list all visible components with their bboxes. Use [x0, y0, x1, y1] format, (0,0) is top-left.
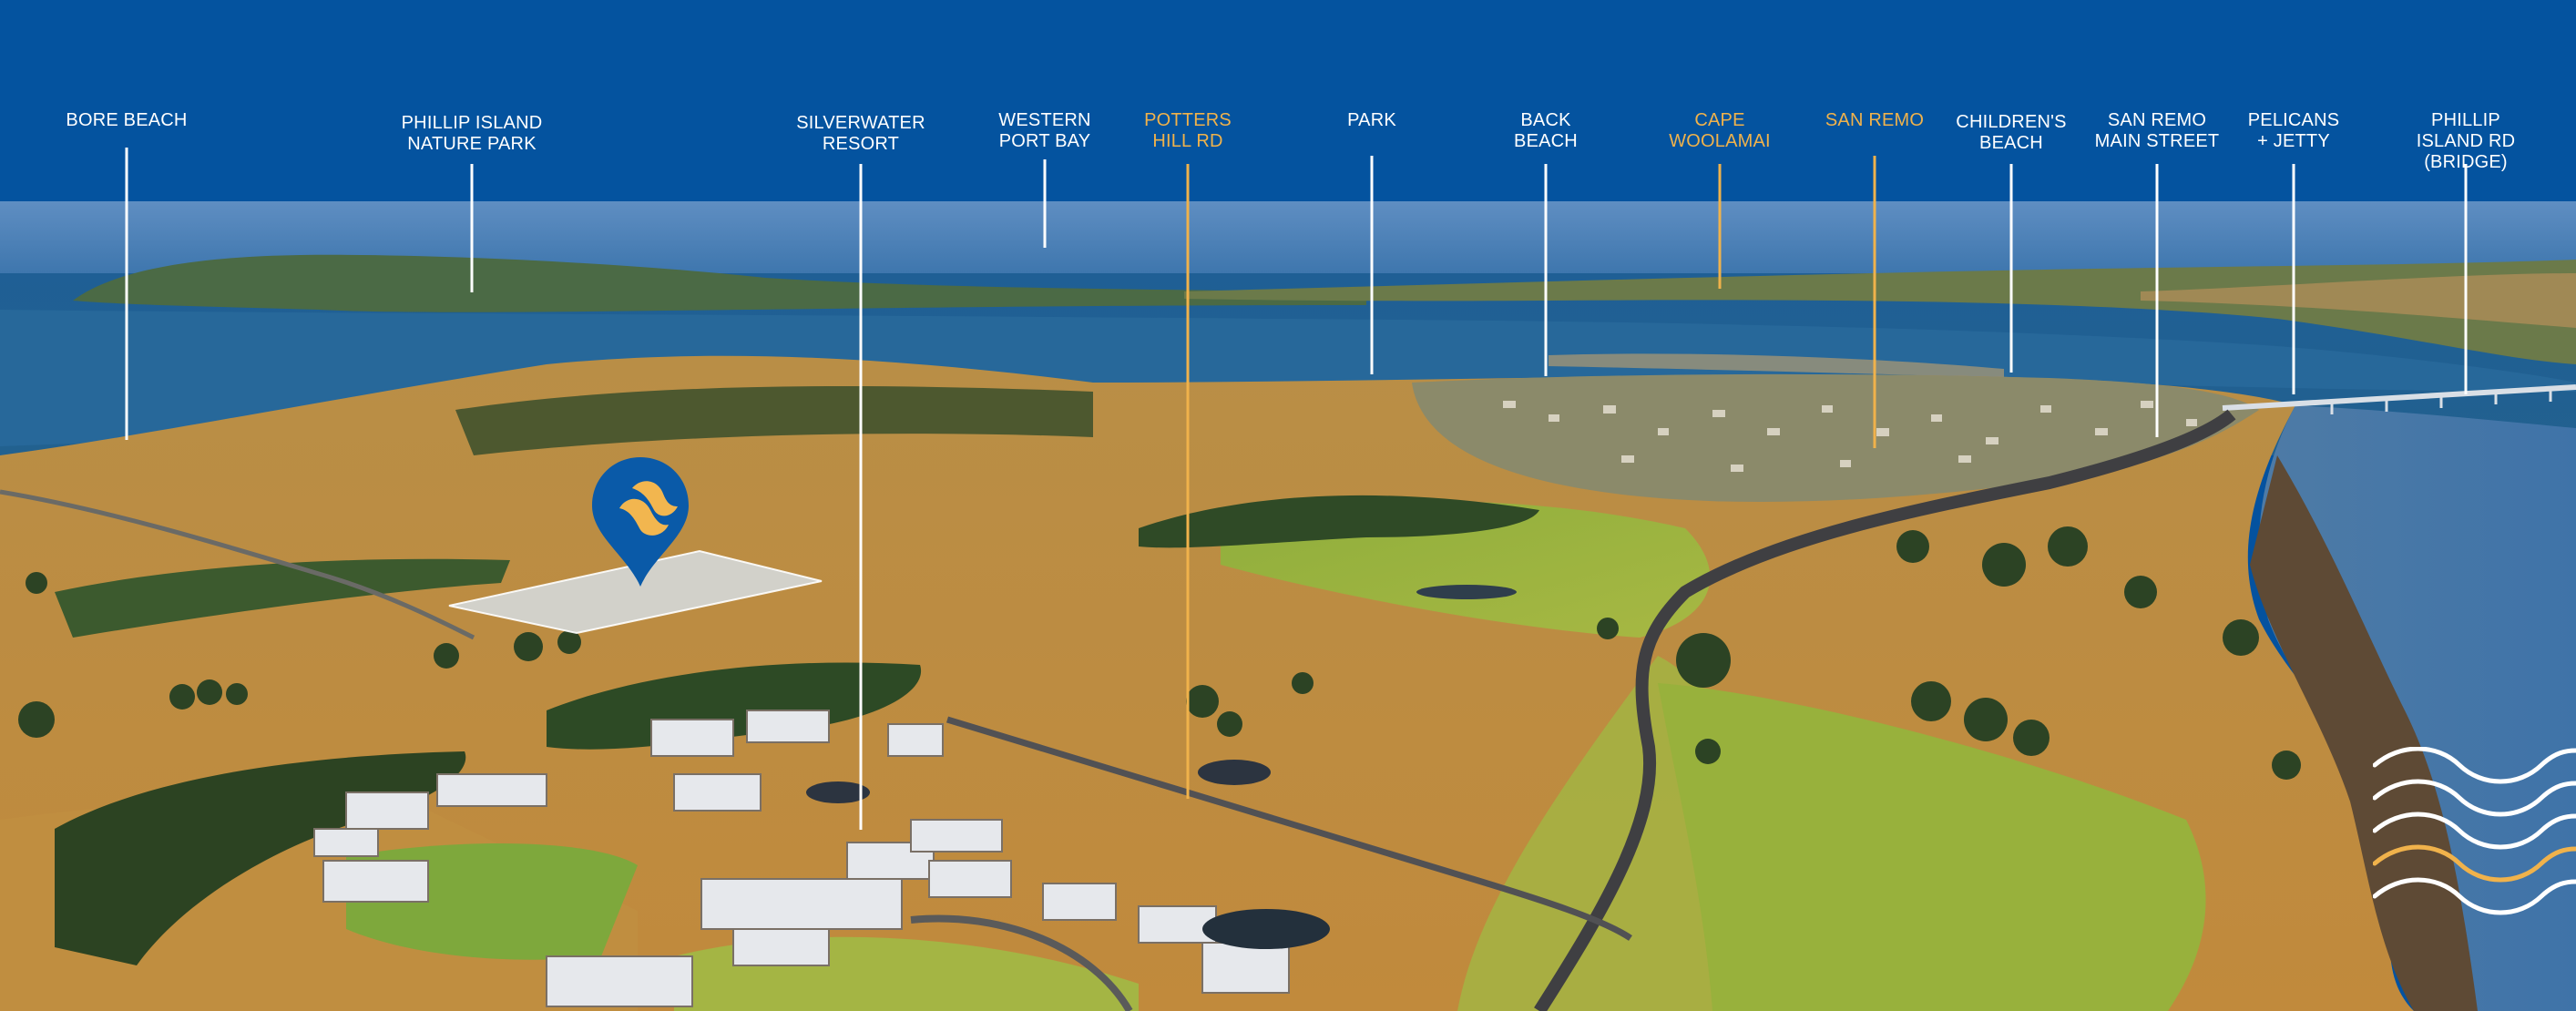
landmark-label-cape-woolamai: CAPE WOOLAMAI: [1669, 110, 1771, 151]
leader-line-potters-hill-rd: [1186, 164, 1190, 799]
leader-line-phillip-island-rd-bridge: [2464, 164, 2468, 394]
waves-icon: [2373, 747, 2576, 915]
leader-line-park: [1370, 156, 1374, 374]
landmark-label-phillip-island-rd-bridge: PHILLIP ISLAND RD (BRIDGE): [2416, 110, 2516, 172]
aerial-landscape-illustration: [0, 201, 2576, 1011]
landmark-label-park: PARK: [1347, 110, 1396, 130]
leader-line-bore-beach: [125, 148, 128, 440]
leader-line-san-remo-main-street: [2155, 164, 2159, 437]
leader-line-san-remo: [1873, 156, 1876, 448]
leader-line-western-port-bay: [1043, 159, 1047, 248]
landmark-label-pelicans-jetty: PELICANS + JETTY: [2247, 110, 2340, 151]
aerial-photo: [0, 201, 2576, 1011]
landmark-label-potters-hill-rd: POTTERS HILL RD: [1144, 110, 1232, 151]
landmark-label-western-port-bay: WESTERN PORT BAY: [998, 110, 1091, 151]
leader-line-pelicans-jetty: [2292, 164, 2295, 394]
landmark-label-childrens-beach: CHILDREN'S BEACH: [1956, 112, 2067, 153]
header-band: [0, 0, 2576, 201]
leader-line-cape-woolamai: [1718, 164, 1722, 289]
leader-line-silverwater-resort: [859, 164, 863, 830]
location-pin-wave-logo-icon[interactable]: [590, 455, 690, 588]
landmark-label-phillip-island-nature-park: PHILLIP ISLAND NATURE PARK: [401, 113, 543, 154]
landmark-label-silverwater-resort: SILVERWATER RESORT: [796, 113, 925, 154]
landmark-label-san-remo: SAN REMO: [1825, 110, 1925, 130]
landmark-label-san-remo-main-street: SAN REMO MAIN STREET: [2094, 110, 2220, 151]
landmark-label-back-beach: BACK BEACH: [1514, 110, 1578, 151]
leader-line-back-beach: [1544, 164, 1548, 376]
leader-line-childrens-beach: [2009, 164, 2013, 373]
landmark-label-bore-beach: BORE BEACH: [66, 110, 188, 130]
leader-line-phillip-island-nature-park: [470, 164, 474, 292]
